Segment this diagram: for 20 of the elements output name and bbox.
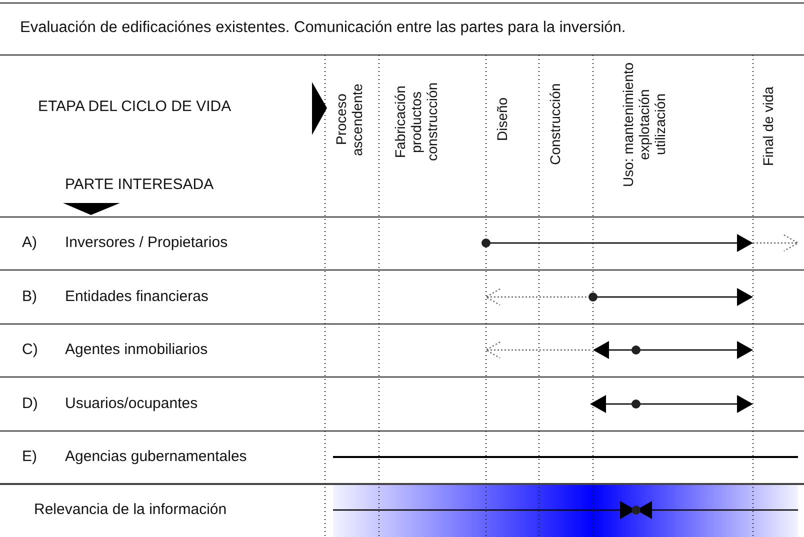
column-header: Fabricación productos construcción [392, 82, 441, 164]
column-header: Diseño [494, 96, 511, 144]
column-header: Uso: mantenimiento explotación utilización [620, 62, 669, 187]
row-label: Agencias gubernamentales [65, 448, 247, 466]
column-header: Proceso ascendente [333, 82, 366, 158]
row-letter: D) [22, 395, 38, 413]
row-label: Agentes inmobiliarios [65, 341, 208, 359]
diagram-title: Evaluación de edificaciónes existentes. Comunicación entre las partes para la inversión. [20, 19, 626, 37]
axis-heading: PARTE INTERESADA [65, 176, 214, 194]
row-label: Entidades financieras [65, 288, 208, 306]
row-label: Usuarios/ocupantes [65, 395, 198, 413]
row-letter: C) [22, 341, 38, 359]
row-letter: A) [22, 234, 37, 252]
axis-heading: ETAPA DEL CICLO DE VIDA [38, 98, 232, 116]
row-letter: E) [22, 448, 37, 466]
row-label: Relevancia de la información [34, 501, 227, 519]
column-header: Construcción [547, 82, 564, 168]
row-letter: B) [22, 288, 37, 306]
row-label: Inversores / Propietarios [65, 234, 228, 252]
column-header: Final de vida [760, 85, 777, 168]
